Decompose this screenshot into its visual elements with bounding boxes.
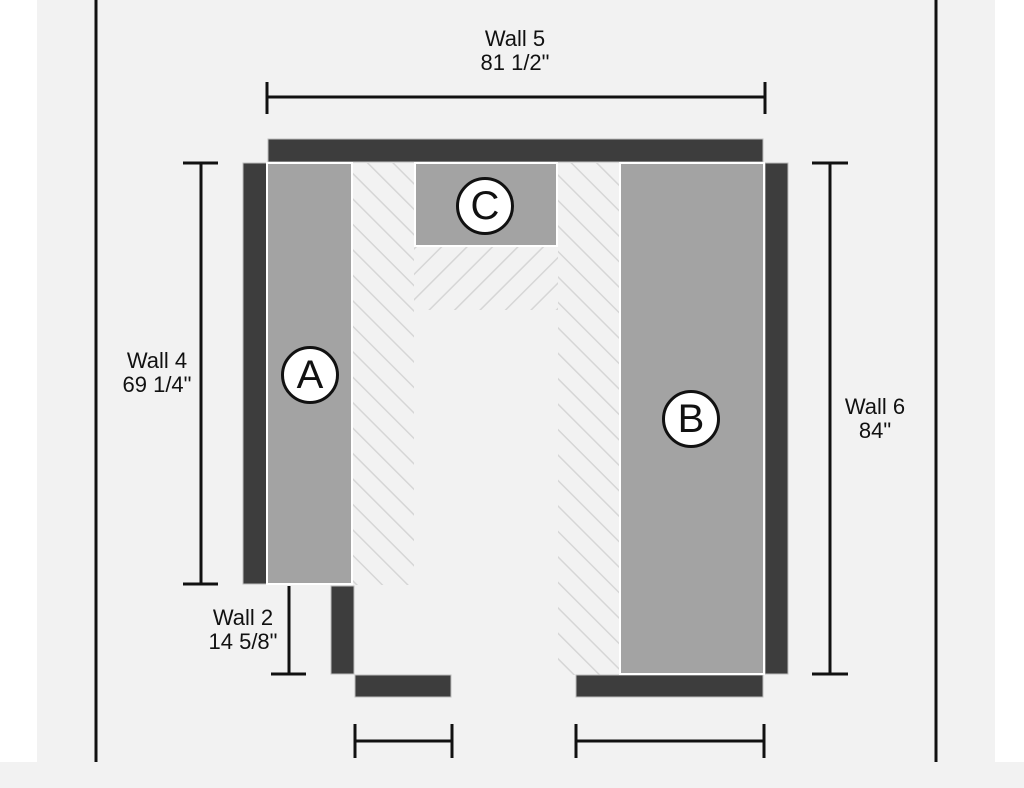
hatch-upper-center — [414, 246, 558, 310]
wall-1-dimension — [353, 724, 454, 758]
section-a-badge: A — [281, 346, 339, 404]
wall-4-segment — [242, 162, 268, 585]
wall-2-dimension — [271, 586, 306, 676]
wall-1-segment — [354, 674, 452, 698]
wall-2-segment — [330, 585, 355, 675]
wall-2-name: Wall 2 — [212, 605, 274, 630]
wall-6-length: 84" — [858, 418, 892, 443]
section-b-badge: B — [662, 390, 720, 448]
wall-6-dimension — [812, 161, 848, 676]
wall-4-dimension — [183, 161, 218, 586]
wall-2-length: 14 5/8" — [208, 629, 278, 654]
hatch-left-aisle — [352, 163, 414, 585]
wall-5-dimension — [265, 82, 767, 114]
wall-6-label: Wall 6 84" — [815, 395, 935, 443]
wall-6-segment — [764, 162, 789, 675]
section-c-badge: C — [456, 177, 514, 235]
wall-5-name: Wall 5 — [484, 26, 546, 51]
hatch-right-aisle — [558, 163, 620, 675]
wall-7-segment — [575, 674, 764, 698]
wall-4-length: 69 1/4" — [122, 372, 192, 397]
wall-4-label: Wall 4 69 1/4" — [97, 349, 217, 397]
wall-7-dimension — [574, 724, 766, 758]
margin-right — [995, 0, 1024, 762]
margin-left — [0, 0, 37, 762]
wall-5-segment — [267, 138, 764, 163]
wall-2-label: Wall 2 14 5/8" — [183, 606, 303, 654]
wall-5-label: Wall 5 81 1/2" — [455, 27, 575, 75]
wall-4-name: Wall 4 — [126, 348, 188, 373]
wall-6-name: Wall 6 — [844, 394, 906, 419]
bottom-strip — [0, 762, 1024, 788]
wall-5-length: 81 1/2" — [480, 50, 550, 75]
